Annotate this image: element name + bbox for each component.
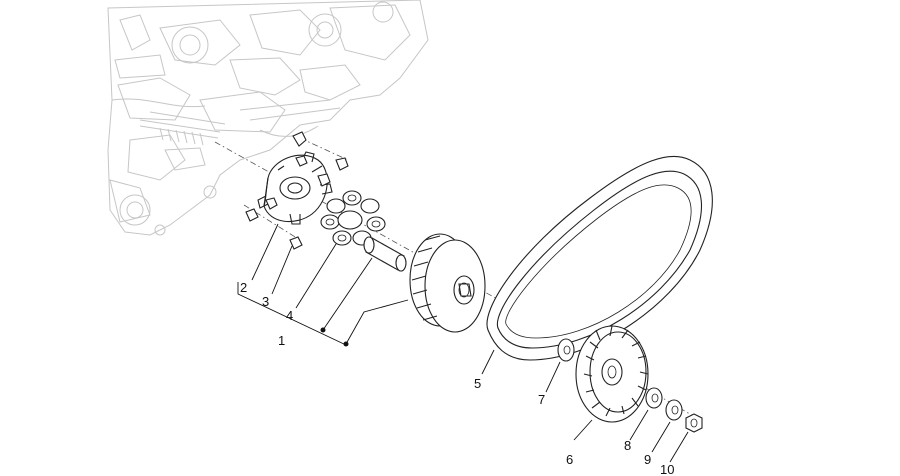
callout-2: 2 <box>240 280 247 295</box>
callout-5: 5 <box>474 376 481 391</box>
washer-part-9 <box>665 399 683 421</box>
fan-pulley-part-6 <box>575 325 649 423</box>
callout-9: 9 <box>644 452 651 467</box>
callout-labels: 2 3 4 1 5 7 6 8 9 10 <box>240 280 674 476</box>
leader-lines <box>237 223 689 463</box>
callout-6: 6 <box>566 452 573 467</box>
callout-1: 1 <box>278 333 285 348</box>
slider-clips-part-3 <box>245 131 349 250</box>
callout-7: 7 <box>538 392 545 407</box>
callout-3: 3 <box>262 294 269 309</box>
fixed-drive-pulley <box>409 233 486 333</box>
engine-crankcase-ghost <box>107 0 429 236</box>
roller-weights-part-4 <box>320 190 386 246</box>
spacer-bushing <box>363 236 407 272</box>
callout-4: 4 <box>286 308 293 323</box>
washer-part-8 <box>645 387 663 409</box>
nut-part-10 <box>685 413 703 433</box>
washer-part-7 <box>557 338 575 362</box>
callout-8: 8 <box>624 438 631 453</box>
drive-half-pulley-part-2 <box>257 151 333 225</box>
drive-belt-part-5 <box>486 155 713 361</box>
callout-10: 10 <box>660 462 674 476</box>
